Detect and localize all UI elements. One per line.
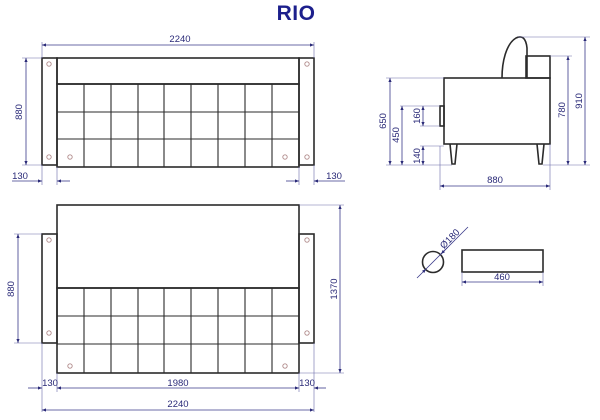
dim-left-arm: 130 [12,171,28,182]
side-cushion-edge [439,105,445,127]
dim-side-depth: 880 [487,175,503,186]
backrest [56,57,300,85]
dim-total-height: 910 [574,93,585,109]
drawing-title: RIO [276,2,316,25]
side-armrest [525,55,551,79]
side-view: 650 450 160 140 780 910 880 [378,36,590,190]
top-view: 2240 880 130 130 [12,34,345,185]
bolster-detail: Ø180 460 [416,226,544,286]
seat-grid-lines [57,84,299,167]
dim-cushion: 160 [412,108,423,124]
dim-seat-top: 650 [378,113,389,129]
dim-leg: 140 [412,148,423,164]
dim-bolster-diameter: Ø180 [438,227,462,251]
dim-unfolded-total-width: 2240 [167,399,188,410]
dim-seat-base: 450 [391,127,402,143]
bolster-end-circle [421,250,445,274]
unfolded-mattress-grid [56,287,300,374]
dim-unfolded-left-arm: 130 [42,378,58,389]
dim-right-arm: 130 [326,171,342,182]
dim-depth: 880 [14,104,25,120]
dim-total-width: 2240 [169,34,190,45]
unfolded-grid-lines [57,288,299,373]
front-leg [449,143,458,165]
dim-unfolded-depth: 880 [6,281,17,297]
dim-bolster-length: 460 [494,272,510,283]
side-back-cushion [501,36,528,79]
drawing-title-container: RIO [0,2,600,26]
dim-arm-height: 780 [557,102,568,118]
dim-unfolded-length: 1370 [329,278,340,299]
back-leg [536,143,545,165]
dim-sleeping-width: 1980 [167,378,188,389]
unfolded-right-armrest [298,233,315,344]
left-armrest [41,57,58,166]
right-armrest [298,57,315,166]
unfolded-left-armrest [41,233,58,344]
side-body [443,77,551,145]
bolster-side [461,249,544,273]
unfolded-screw-holes [46,237,310,369]
screw-holes [46,61,310,160]
seat-grid [56,83,300,168]
dim-unfolded-right-arm: 130 [299,378,315,389]
unfolded-view: 880 1370 130 1980 130 2240 [6,204,344,412]
unfolded-back [56,204,300,289]
